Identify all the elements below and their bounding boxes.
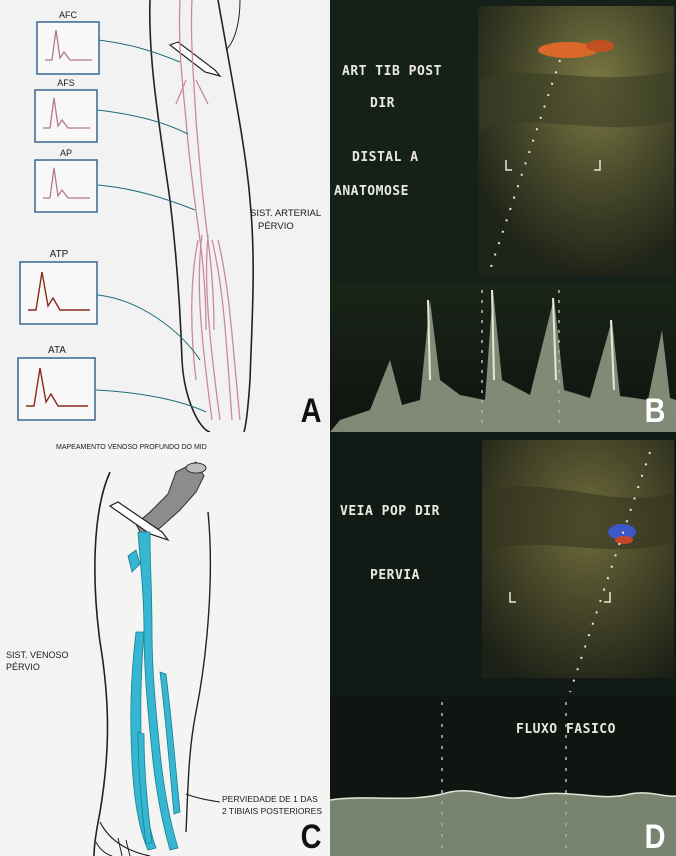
- us-text-line-3: DISTAL A: [352, 150, 419, 165]
- label-ap: AP: [26, 148, 106, 158]
- panel-letter-d: D: [645, 820, 666, 854]
- panel-c-title: MAPEAMENTO VENOSO PROFUNDO DO MID: [56, 444, 207, 451]
- label-afc: AFC: [28, 10, 108, 20]
- patency-annotation-line-2: 2 TIBIAIS POSTERIORES: [222, 806, 322, 816]
- panel-letter-c: C: [301, 820, 322, 854]
- panel-letter-b: B: [645, 394, 666, 428]
- panel-a-arterial-diagram: AFC AFS AP ATP ATA SIST. ARTERIAL PÉRVIO…: [0, 0, 330, 432]
- us-text-vein: VEIA POP DIR: [340, 504, 440, 519]
- us-text-flow: FLUXO FASICO: [516, 722, 616, 737]
- label-ata: ATA: [17, 345, 97, 356]
- panel-c-venous-diagram: MAPEAMENTO VENOSO PROFUNDO DO MID SIST. …: [0, 432, 330, 856]
- label-afs: AFS: [26, 78, 106, 88]
- venous-leg-drawing: [0, 432, 330, 856]
- us-text-line-4: ANATOMOSE: [334, 184, 409, 199]
- venous-annotation-line-2: PÉRVIO: [6, 662, 40, 672]
- us-text-patent: PERVIA: [370, 568, 420, 583]
- panel-b-ultrasound: ART TIB POST DIR DISTAL A ANATOMOSE B: [330, 0, 676, 432]
- venous-annotation-line-1: SIST. VENOSO: [6, 650, 69, 660]
- annotation-line-1: SIST. ARTERIAL: [250, 208, 321, 219]
- panel-d-ultrasound: VEIA POP DIR PERVIA FLUXO FASICO D: [330, 432, 676, 856]
- label-atp: ATP: [19, 249, 99, 260]
- panel-letter-a: A: [301, 394, 322, 428]
- annotation-line-2: PÉRVIO: [258, 221, 294, 232]
- patency-annotation-line-1: PERVIEDADE DE 1 DAS: [222, 794, 318, 804]
- us-text-line-1: ART TIB POST: [342, 64, 442, 79]
- us-text-line-2: DIR: [370, 96, 395, 111]
- venous-doppler-image: [330, 432, 676, 856]
